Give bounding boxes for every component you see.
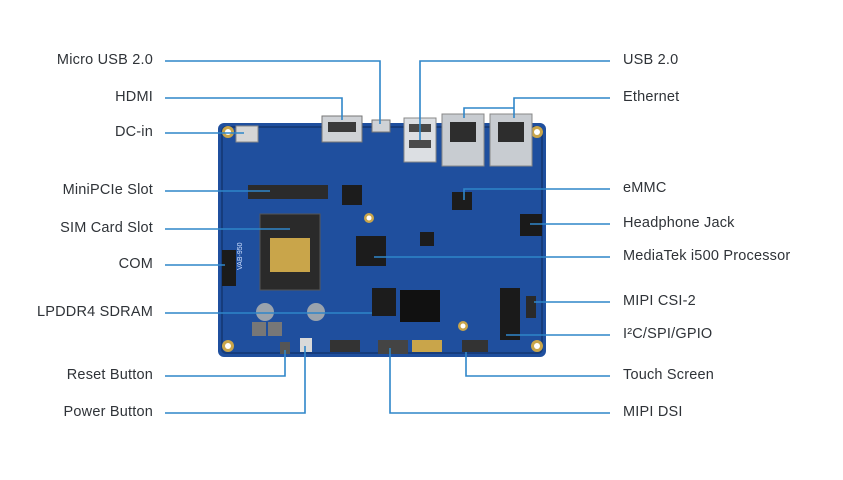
label-sim-card-slot: SIM Card Slot [60, 220, 153, 236]
sim-card-slot-shape [259, 213, 321, 291]
label-emmc: eMMC [623, 180, 667, 196]
label-mipi-dsi: MIPI DSI [623, 404, 683, 420]
com-header [222, 250, 236, 286]
capacitors [252, 303, 325, 336]
label-dc-in: DC-in [114, 124, 153, 140]
label-mediatek-processor: MediaTek i500 Processor [623, 248, 791, 264]
label-ethernet: Ethernet [623, 89, 680, 105]
label-minipcie-slot: MiniPCIe Slot [62, 182, 153, 198]
hdmi-connector [321, 115, 363, 143]
label-reset-button: Reset Button [66, 367, 153, 383]
dc-in-jack [235, 125, 259, 143]
label-com: COM [118, 256, 153, 272]
emmc-chip [342, 185, 472, 210]
processor-chip [356, 232, 440, 322]
label-i2c-spi-gpio: I²C/SPI/GPIO [623, 326, 713, 342]
label-headphone-jack: Headphone Jack [623, 215, 735, 231]
leader-lines [165, 60, 610, 414]
label-lpddr4-sdram: LPDDR4 SDRAM [36, 304, 153, 320]
label-mipi-csi-2: MIPI CSI-2 [623, 293, 696, 309]
label-micro-usb: Micro USB 2.0 [56, 52, 153, 68]
label-touch-screen: Touch Screen [623, 367, 715, 383]
label-hdmi: HDMI [115, 89, 153, 105]
gpio-header [500, 288, 536, 340]
micro-usb-connector [371, 119, 391, 133]
bottom-connectors [280, 338, 488, 354]
label-usb-2: USB 2.0 [623, 52, 679, 68]
label-power-button: Power Button [63, 404, 153, 420]
board-silkscreen-label: VAB-950 [237, 242, 244, 270]
minipcie-slot-shape [248, 185, 328, 199]
ethernet-connectors [441, 113, 533, 167]
headphone-jack-shape [520, 214, 542, 236]
